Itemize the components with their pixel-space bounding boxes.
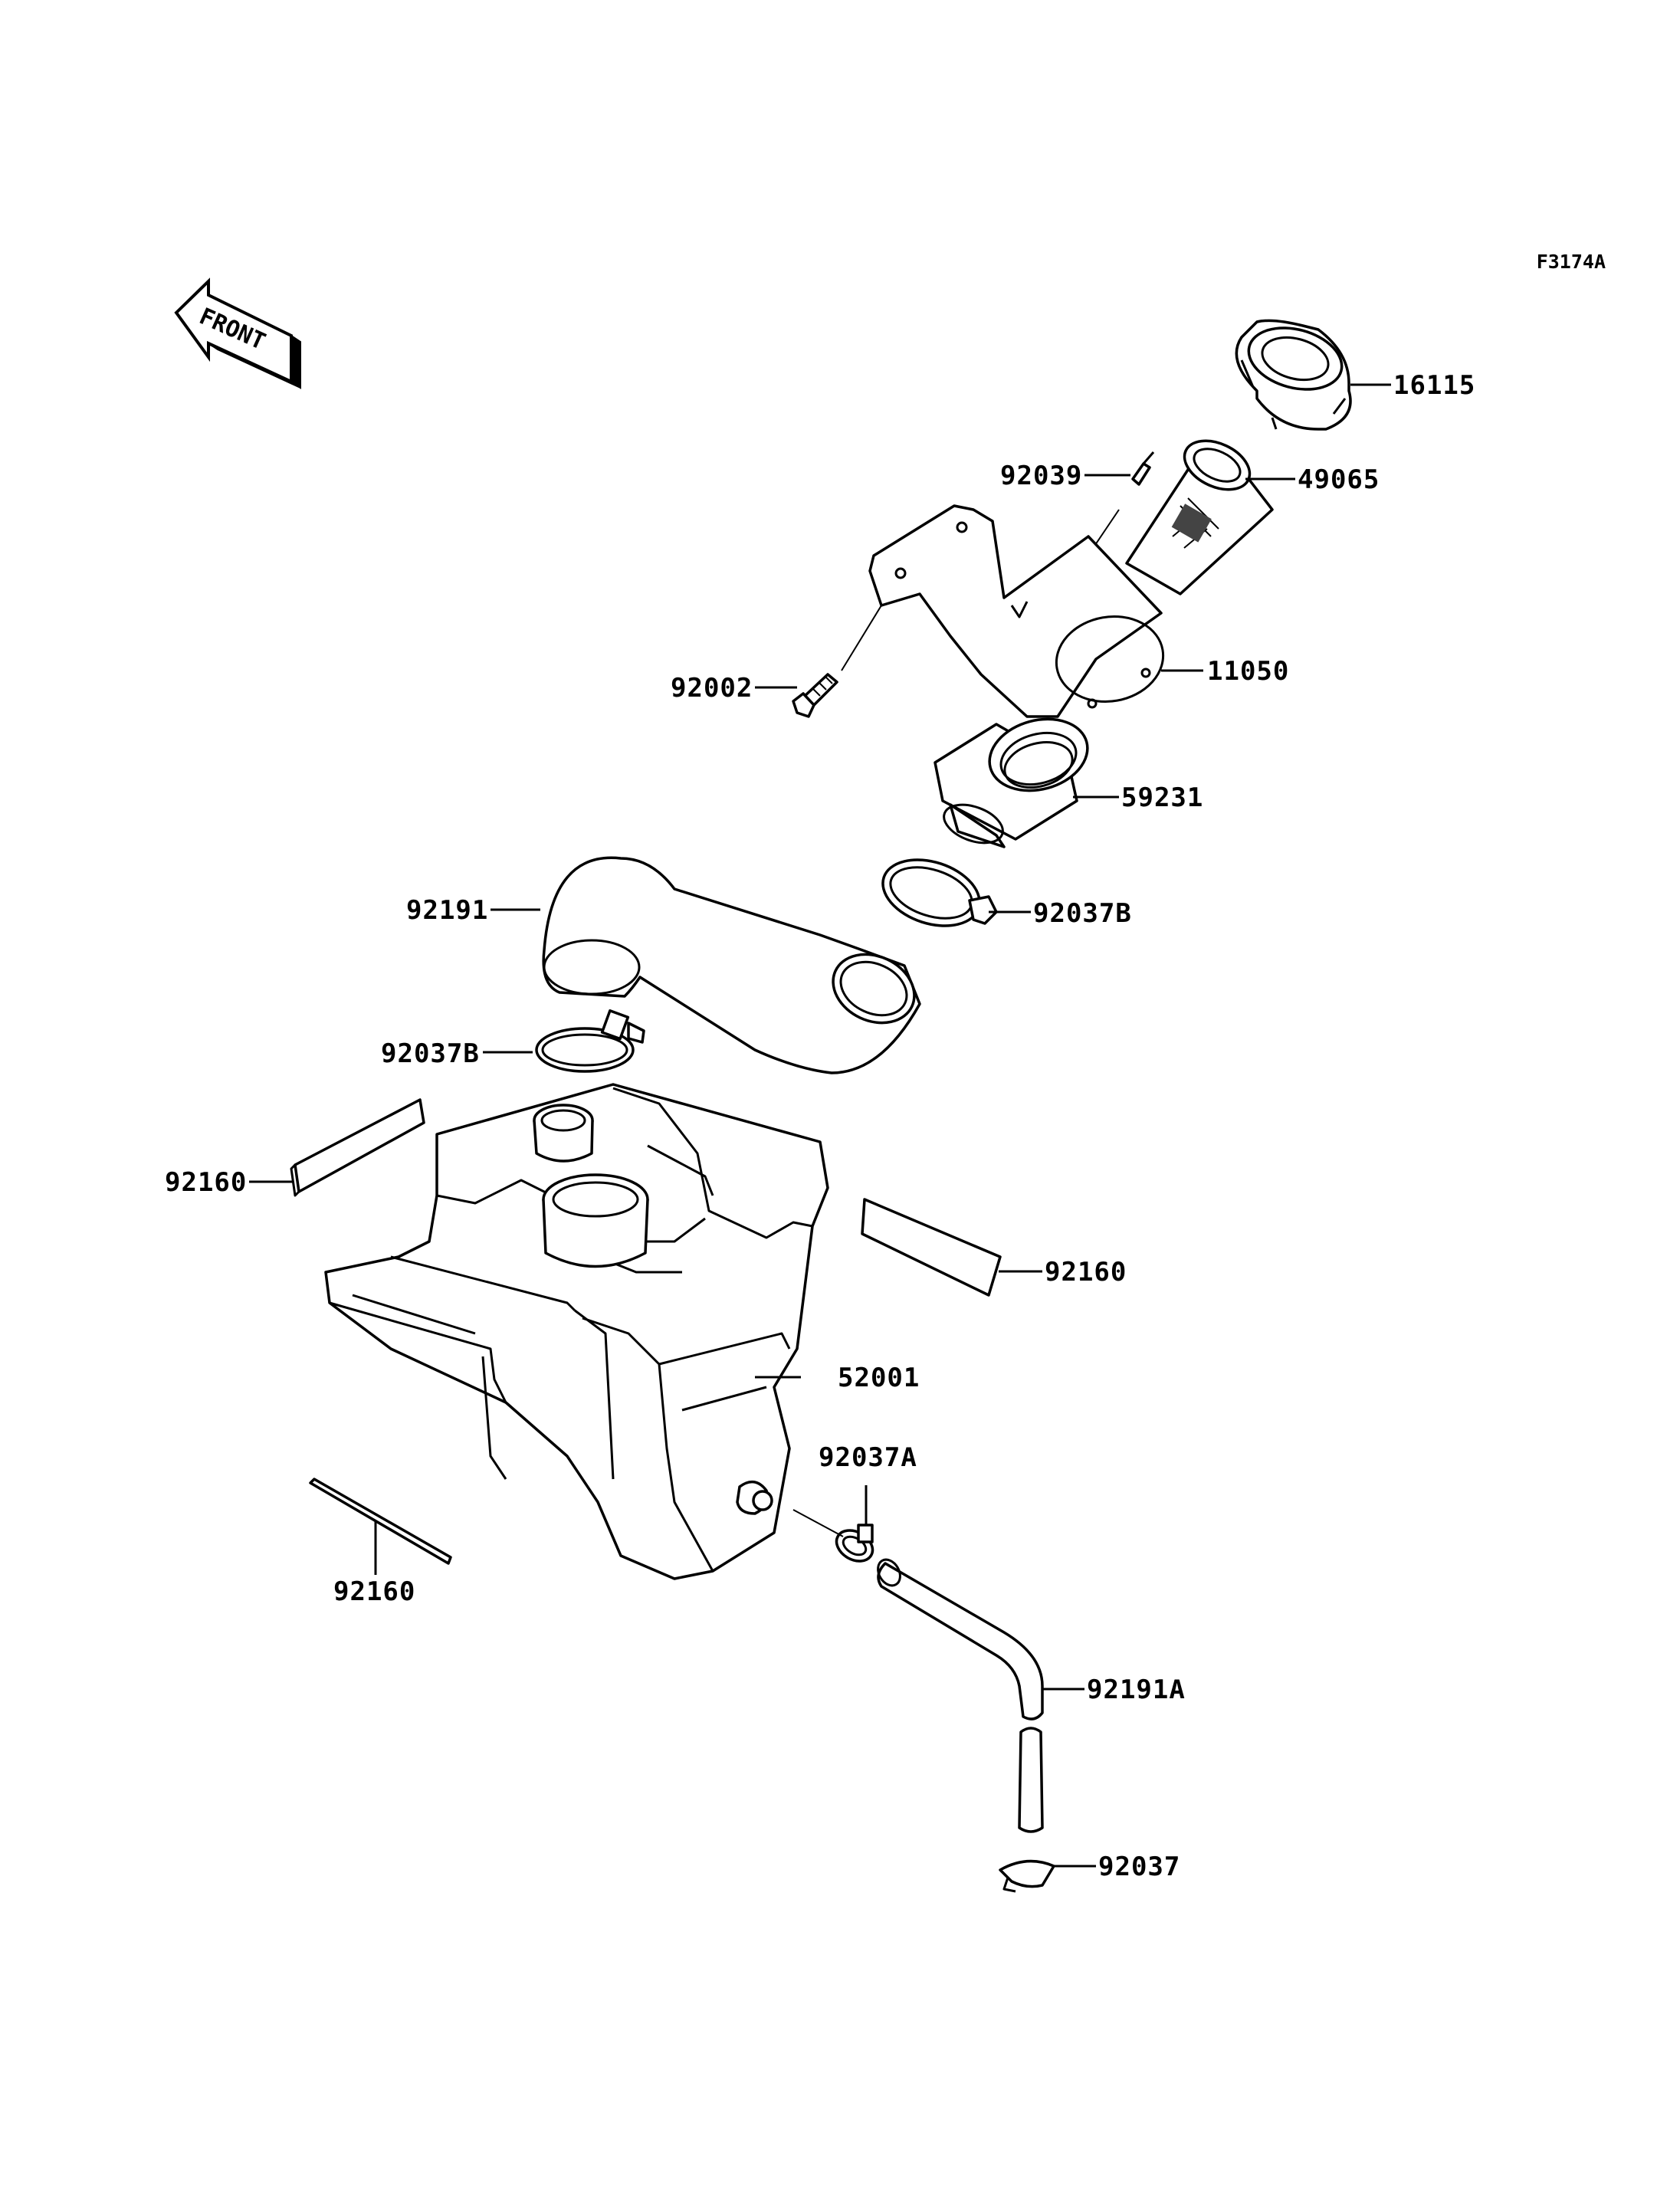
clamp-b-upper-part [881,858,998,927]
filler-hose-part [542,856,921,1074]
strainer-part [1125,439,1274,595]
label-49065: 49065 [1298,464,1380,495]
clamp-a-part [835,1524,874,1563]
label-92037a: 92037A [819,1442,917,1473]
drawing-code: F3174A [1537,251,1606,273]
bracket-part [868,504,1165,718]
label-92191a: 92191A [1087,1675,1186,1705]
label-92037b-upper: 92037B [1033,898,1132,929]
fuel-tank-part [324,1083,829,1580]
pad-right-part [861,1198,1002,1297]
label-92160-left: 92160 [165,1167,247,1198]
clip-part [999,1859,1055,1893]
label-92191: 92191 [406,895,488,926]
drain-hose-part [877,1558,1044,1833]
pin-part [1131,451,1155,486]
pad-left-part [290,1098,425,1197]
clamp-b-lower-part [535,1009,645,1073]
filler-cap-part [1235,319,1352,431]
label-92160-right: 92160 [1045,1257,1127,1287]
bolt-part [792,673,838,718]
label-16115: 16115 [1393,370,1475,401]
strip-bottom-part [309,1478,452,1565]
label-92037b-lower: 92037B [381,1038,480,1069]
label-52001: 52001 [838,1363,920,1393]
label-11050: 11050 [1207,656,1289,687]
front-arrow-icon: FRONT [174,277,301,389]
label-92037: 92037 [1098,1852,1180,1882]
label-92160-bottom: 92160 [333,1576,415,1607]
label-92002: 92002 [671,673,753,704]
label-92039: 92039 [1000,461,1082,491]
label-59231: 59231 [1121,782,1203,813]
filler-neck-part [934,717,1089,848]
